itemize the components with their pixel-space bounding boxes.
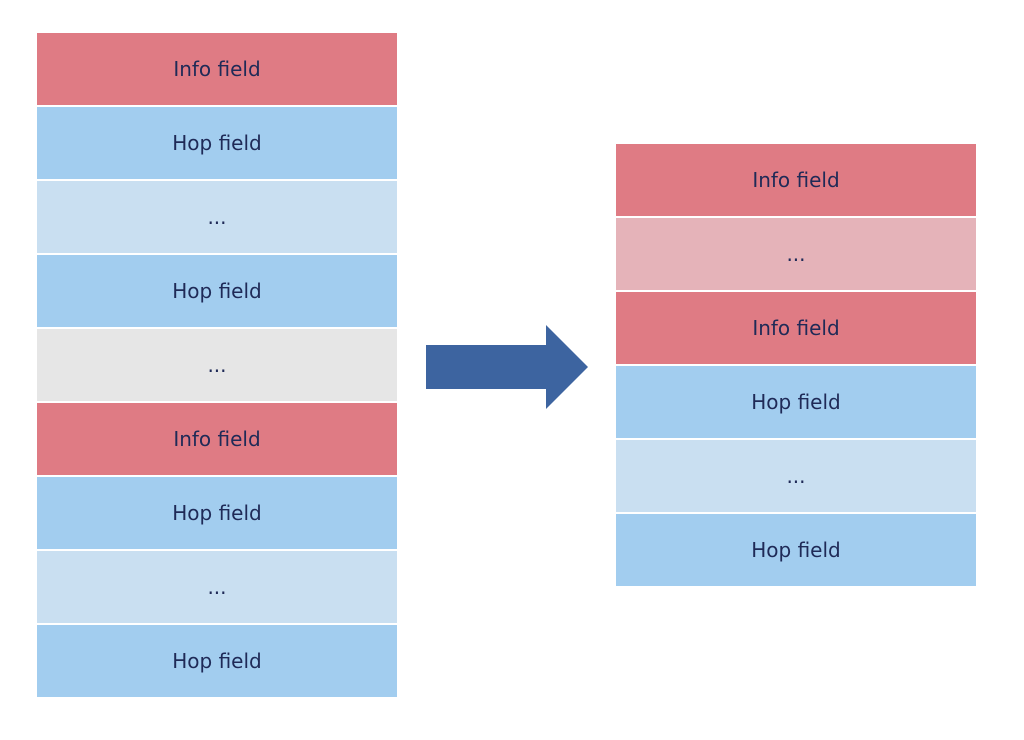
right-field-stack: Info field ... Info field Hop field ... …: [616, 144, 976, 586]
right-info-field-1: Info field: [616, 144, 976, 218]
right-info-field-2: Info field: [616, 292, 976, 366]
left-ellipsis-1: ...: [37, 181, 397, 255]
right-arrow-icon: [426, 325, 588, 409]
right-ellipsis-1: ...: [616, 218, 976, 292]
right-hop-field-1: Hop field: [616, 366, 976, 440]
left-ellipsis-3: ...: [37, 551, 397, 625]
left-info-field-2: Info field: [37, 403, 397, 477]
left-hop-field-3: Hop field: [37, 477, 397, 551]
right-ellipsis-2: ...: [616, 440, 976, 514]
left-info-field-1: Info field: [37, 33, 397, 107]
left-hop-field-4: Hop field: [37, 625, 397, 697]
left-field-stack: Info field Hop field ... Hop field ... I…: [37, 33, 397, 697]
arrow-shape: [426, 325, 588, 409]
left-hop-field-2: Hop field: [37, 255, 397, 329]
left-ellipsis-2: ...: [37, 329, 397, 403]
left-hop-field-1: Hop field: [37, 107, 397, 181]
right-hop-field-2: Hop field: [616, 514, 976, 586]
